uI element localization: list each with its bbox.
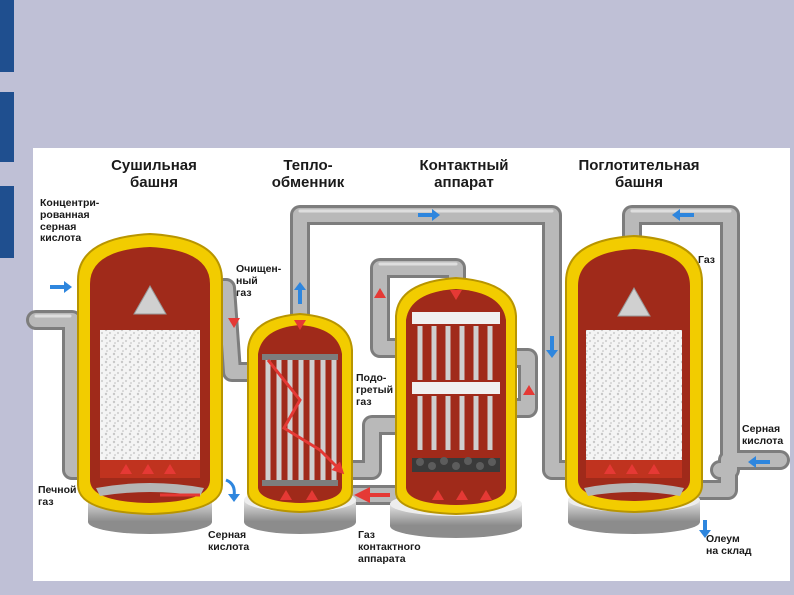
heat-exchanger [244,312,356,534]
label-purified-gas: Очищен- ный газ [236,263,282,299]
label-sulfuric-acid-bottom: Серная кислота [208,529,250,553]
drying-tower-title: Сушильная башня [111,157,197,191]
contact-apparatus-title: Контактный аппарат [419,157,509,191]
contact-apparatus [390,276,522,538]
heat-exchanger-title: Тепло- обменник [271,157,345,191]
red-flow-arrows [120,288,660,500]
label-sulfuric-acid-right: Серная кислота [742,423,784,447]
blue-flow-arrows [50,209,770,538]
drying-tower [77,232,223,534]
label-heated-gas: Подо- гретый газ [356,372,394,408]
accent-bar-top [0,0,14,72]
heat-flow-line [266,359,345,475]
absorption-tower-title: Поглотительная башня [578,157,700,191]
label-oleum: Олеум на склад [706,533,752,557]
label-gas-exit: Газ [698,254,716,266]
label-concentrated-acid: Концентри- рованная серная кислота [40,197,100,245]
label-contact-gas: Газ контактного аппарата [358,529,421,565]
absorption-tower [565,234,703,534]
accent-bar-middle [0,92,14,162]
label-furnace-gas: Печной газ [38,484,77,508]
accent-bar-bottom [0,186,14,258]
